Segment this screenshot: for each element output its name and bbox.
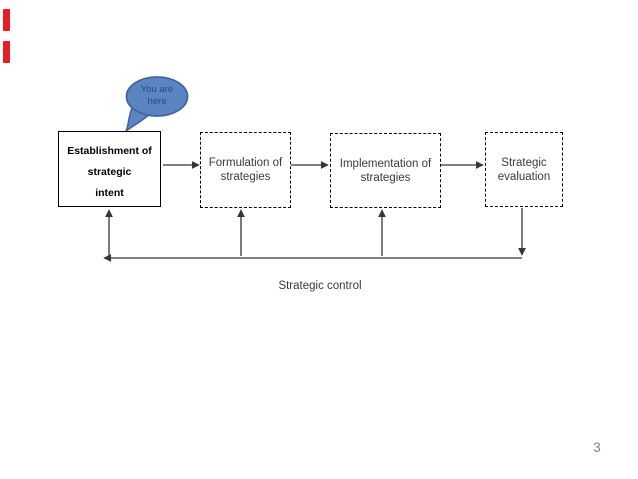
stage-establishment-line2: strategic: [87, 166, 132, 178]
stage-establishment-line1: Establishment of: [67, 145, 152, 157]
page-number: 3: [593, 440, 601, 455]
strategic-control-label: Strategic control: [278, 280, 362, 292]
stage-box-implementation: Implementation of strategies: [330, 133, 441, 208]
red-edge-marker-bottom: [3, 41, 10, 63]
stage-formulation-label: Formulation of strategies: [208, 157, 283, 183]
stage-implementation-label: Implementation of strategies: [339, 157, 432, 184]
stage-box-establishment: Establishment of strategic intent: [58, 131, 161, 207]
stage-evaluation-label: Strategic evaluation: [497, 156, 551, 183]
callout-text: You are here: [140, 84, 174, 107]
stage-establishment-line3: intent: [95, 187, 124, 199]
red-edge-marker-top: [3, 9, 10, 31]
stage-box-formulation: Formulation of strategies: [200, 132, 291, 208]
stage-box-evaluation: Strategic evaluation: [485, 132, 563, 207]
